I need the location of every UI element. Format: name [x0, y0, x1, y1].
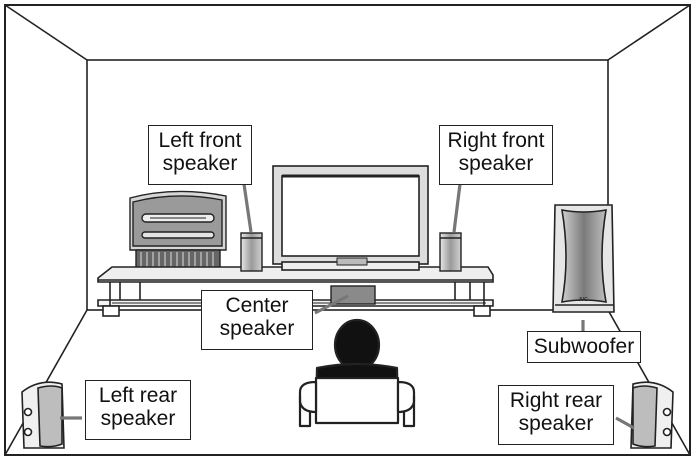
left-rear-speaker: [21, 381, 65, 449]
label-center-speaker: Center speaker: [201, 290, 313, 350]
leader-lines: [60, 183, 635, 430]
subwoofer-badge: JVC: [578, 297, 588, 303]
av-receiver: [129, 190, 227, 271]
subwoofer-unit: JVC: [552, 204, 615, 313]
label-subwoofer: Subwoofer: [527, 331, 641, 363]
listener: [298, 318, 416, 428]
label-left-rear-speaker: Left rear speaker: [85, 380, 191, 440]
label-right-front-speaker: Right front speaker: [439, 125, 553, 185]
right-front-speaker: [439, 232, 462, 272]
label-left-front-speaker: Left front speaker: [148, 125, 252, 185]
left-front-speaker: [240, 232, 263, 272]
right-rear-speaker: [630, 381, 674, 449]
label-right-rear-speaker: Right rear speaker: [498, 385, 614, 445]
tv-set: [272, 165, 429, 271]
